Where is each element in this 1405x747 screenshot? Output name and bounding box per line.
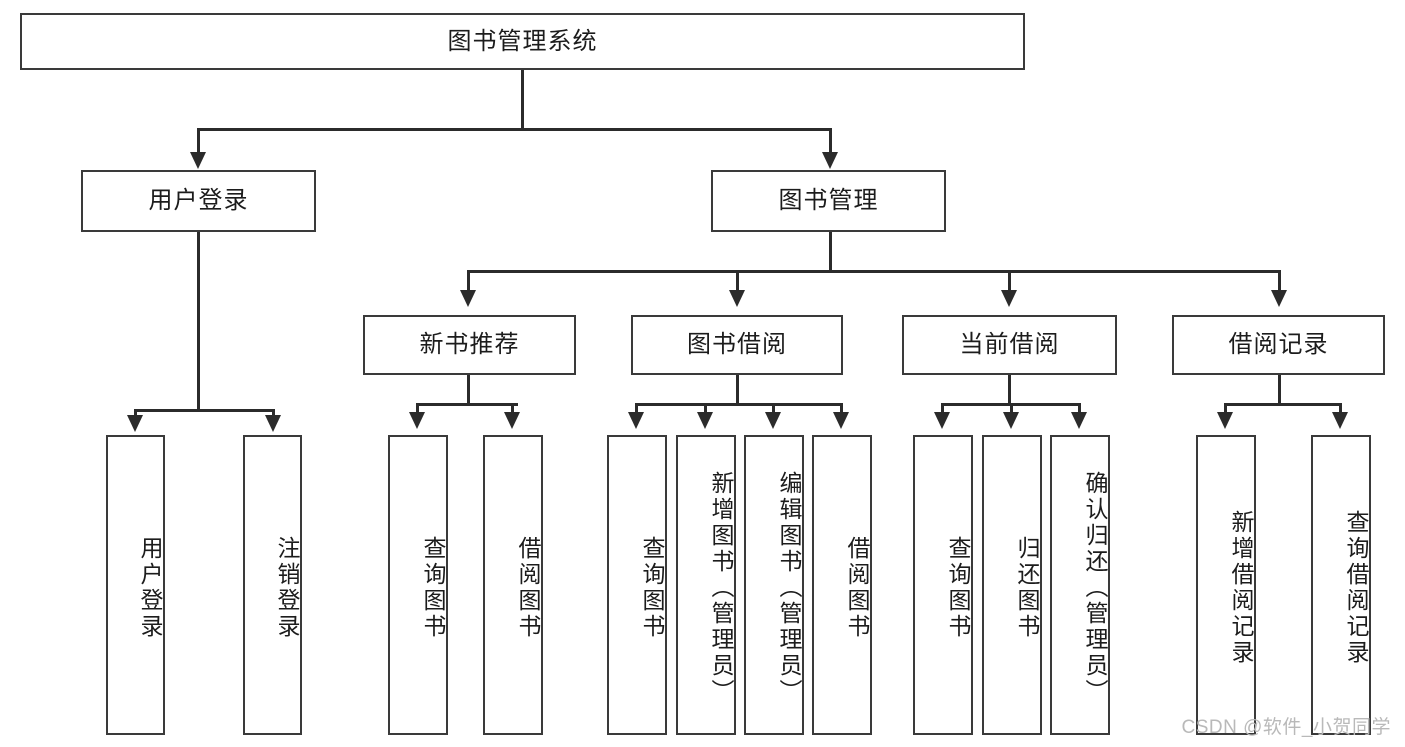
connector-new-book-stem <box>467 375 470 405</box>
leaf-confirm-return-admin[interactable]: 确认归还（管理员） <box>1050 435 1110 735</box>
connector-user-login-stem <box>197 232 200 412</box>
arrowhead-book-borrow-leaf2 <box>697 412 713 429</box>
arrowhead-user-login-leaf1 <box>127 415 143 432</box>
arrowhead-current-borrow-leaf1 <box>934 412 950 429</box>
connector-book-borrow-stem <box>736 375 739 405</box>
leaf-query-book-current[interactable]: 查询图书 <box>913 435 973 735</box>
leaf-return-book[interactable]: 归还图书 <box>982 435 1042 735</box>
connector-to-user-login <box>197 128 200 156</box>
leaf-query-book-borrow[interactable]: 查询图书 <box>607 435 667 735</box>
arrowhead-current-borrow <box>1001 290 1017 307</box>
connector-root-bus <box>197 128 831 131</box>
leaf-edit-book-admin[interactable]: 编辑图书（管理员） <box>744 435 804 735</box>
connector-user-login-leaf1 <box>134 409 137 419</box>
leaf-add-borrow-record[interactable]: 新增借阅记录 <box>1196 435 1256 735</box>
arrowhead-current-borrow-leaf3 <box>1071 412 1087 429</box>
connector-borrow-record-stem <box>1278 375 1281 405</box>
arrowhead-borrow-record-leaf2 <box>1332 412 1348 429</box>
leaf-add-book-admin[interactable]: 新增图书（管理员） <box>676 435 736 735</box>
connector-to-new-book <box>467 270 470 294</box>
node-root-book-management-system[interactable]: 图书管理系统 <box>20 13 1025 70</box>
arrowhead-book-borrow-leaf1 <box>628 412 644 429</box>
arrowhead-current-borrow-leaf2 <box>1003 412 1019 429</box>
connector-to-book-manage <box>829 128 832 156</box>
connector-current-borrow-leaf1 <box>941 403 944 415</box>
arrowhead-book-borrow-leaf3 <box>765 412 781 429</box>
connector-current-borrow-stem <box>1008 375 1011 405</box>
connector-to-borrow-record <box>1278 270 1281 294</box>
connector-book-manage-stem <box>829 232 832 272</box>
connector-current-borrow-leaf2 <box>1010 403 1013 415</box>
connector-borrow-record-leaf1 <box>1224 403 1227 415</box>
connector-user-login-leaf2 <box>272 409 275 419</box>
connector-book-borrow-bus <box>635 403 843 406</box>
leaf-borrow-book-new-recommend[interactable]: 借阅图书 <box>483 435 543 735</box>
connector-to-book-borrow <box>736 270 739 294</box>
connector-to-current-borrow <box>1008 270 1011 294</box>
node-new-book-recommend[interactable]: 新书推荐 <box>363 315 576 375</box>
node-book-management[interactable]: 图书管理 <box>711 170 946 232</box>
connector-book-borrow-leaf2 <box>704 403 707 415</box>
leaf-query-borrow-record[interactable]: 查询借阅记录 <box>1311 435 1371 735</box>
connector-new-book-bus <box>416 403 518 406</box>
leaf-borrow-book[interactable]: 借阅图书 <box>812 435 872 735</box>
node-book-borrow[interactable]: 图书借阅 <box>631 315 843 375</box>
leaf-logout-login[interactable]: 注销登录 <box>243 435 302 735</box>
arrowhead-user-login <box>190 152 206 169</box>
connector-current-borrow-leaf3 <box>1078 403 1081 415</box>
node-current-borrow[interactable]: 当前借阅 <box>902 315 1117 375</box>
arrowhead-borrow-record <box>1271 290 1287 307</box>
csdn-watermark: CSDN @软件_小贺同学 <box>1181 717 1391 738</box>
arrowhead-new-book-leaf1 <box>409 412 425 429</box>
connector-borrow-record-bus <box>1224 403 1342 406</box>
connector-book-borrow-leaf4 <box>840 403 843 415</box>
arrowhead-new-book-leaf2 <box>504 412 520 429</box>
connector-borrow-record-leaf2 <box>1339 403 1342 415</box>
connector-new-book-leaf1 <box>416 403 419 415</box>
connector-user-login-bus <box>134 409 275 412</box>
connector-new-book-leaf2 <box>511 403 514 415</box>
arrowhead-book-borrow-leaf4 <box>833 412 849 429</box>
leaf-query-book-new-recommend[interactable]: 查询图书 <box>388 435 448 735</box>
leaf-user-login[interactable]: 用户登录 <box>106 435 165 735</box>
arrowhead-book-borrow <box>729 290 745 307</box>
connector-root-stem <box>521 70 524 128</box>
arrowhead-user-login-leaf2 <box>265 415 281 432</box>
arrowhead-book-manage <box>822 152 838 169</box>
arrowhead-new-book <box>460 290 476 307</box>
node-borrow-record[interactable]: 借阅记录 <box>1172 315 1385 375</box>
node-user-login[interactable]: 用户登录 <box>81 170 316 232</box>
arrowhead-borrow-record-leaf1 <box>1217 412 1233 429</box>
connector-book-borrow-leaf1 <box>635 403 638 415</box>
connector-book-manage-bus <box>467 270 1281 273</box>
connector-book-borrow-leaf3 <box>772 403 775 415</box>
